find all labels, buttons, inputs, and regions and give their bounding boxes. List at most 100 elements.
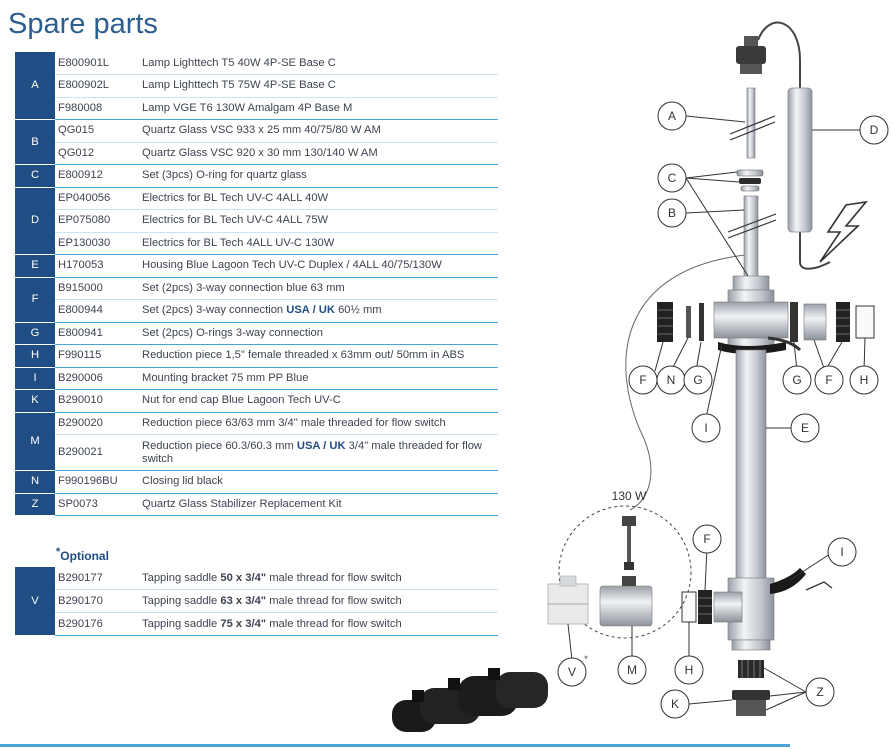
desc-highlight: USA / UK (296, 439, 346, 452)
right-side-parts (790, 302, 875, 342)
desc-text: Set (2pcs) 3-way connection (142, 304, 287, 317)
part-description: Mounting bracket 75 mm PP Blue (142, 367, 498, 390)
desc-highlight: 63 x 3/4" (220, 595, 267, 607)
glass-break-mark-2 (727, 219, 777, 239)
part-description: Lamp Lighttech T5 75W 4P-SE Base C (142, 74, 498, 98)
part-code: B290177 (55, 567, 142, 590)
part-code: B915000 (55, 277, 142, 300)
callout-b: B (668, 206, 676, 220)
part-code: EP040056 (55, 187, 142, 210)
tapping-saddles-photo (392, 668, 548, 732)
part-description: Housing Blue Lagoon Tech UV-C Duplex / 4… (142, 254, 498, 278)
part-description: Tapping saddle 50 x 3/4" male thread for… (142, 567, 498, 590)
optional-mark: * (584, 654, 588, 664)
group-letter: A (15, 52, 55, 120)
optional-label: Optional (60, 549, 109, 563)
part-code: SP0073 (55, 493, 142, 516)
part-code: EP075080 (55, 209, 142, 233)
part-description: Closing lid black (142, 470, 498, 494)
callout-e: E (801, 421, 809, 435)
part-description: Electrics for BL Tech UV-C 4ALL 75W (142, 209, 498, 233)
part-description: Reduction piece 60.3/60.3 mm USA / UK 3/… (142, 434, 498, 471)
part-description: Lamp Lighttech T5 40W 4P-SE Base C (142, 52, 498, 75)
part-description: Tapping saddle 75 x 3/4" male thread for… (142, 612, 498, 636)
uv-housing (735, 349, 767, 581)
upper-three-way-connection (713, 275, 802, 354)
desc-text: Reduction piece 60.3/60.3 mm (142, 439, 297, 452)
lamp-cable (757, 21, 801, 90)
lamp-connector (736, 36, 766, 74)
callout-h-lower: H (685, 663, 694, 677)
callout-h-right: H (860, 373, 869, 387)
part-description: Quartz Glass VSC 933 x 25 mm 40/75/80 W … (142, 119, 498, 143)
part-code: E800944 (55, 299, 142, 323)
part-code: B290006 (55, 367, 142, 390)
part-code: QG012 (55, 142, 142, 165)
group-letter: B (15, 119, 55, 165)
part-description: Set (2pcs) O-rings 3-way connection (142, 322, 498, 345)
callout-n: N (667, 373, 676, 387)
group-letter: N (15, 470, 55, 494)
optional-letter: V (15, 567, 55, 636)
part-description: Quartz Glass VSC 920 x 30 mm 130/140 W A… (142, 142, 498, 165)
callout-f-lower: F (703, 532, 710, 546)
page-title: Spare parts (8, 8, 158, 40)
lightning-bolt-icon (819, 200, 868, 263)
desc-text: male thread for flow switch (266, 572, 402, 584)
callout-g-right: G (792, 373, 801, 387)
group-letter: Z (15, 493, 55, 516)
flow-switch-cable (625, 254, 746, 511)
desc-text: 60½ mm (334, 304, 382, 317)
group-letter: H (15, 344, 55, 368)
desc-text: Tapping saddle (142, 572, 221, 584)
desc-text: male thread for flow switch (266, 595, 402, 607)
callout-g-left: G (693, 373, 702, 387)
group-letter: M (15, 412, 55, 471)
leader-lines (567, 115, 866, 711)
watt-label: 130 W (612, 489, 647, 503)
part-code: B290010 (55, 389, 142, 413)
desc-highlight: USA / UK (286, 304, 335, 317)
part-description: Reduction piece 63/63 mm 3/4" male threa… (142, 412, 498, 435)
callout-d: D (870, 123, 879, 137)
part-description: Electrics for BL Tech UV-C 4ALL 40W (142, 187, 498, 210)
callout-k: K (671, 697, 679, 711)
callout-m: M (627, 663, 637, 677)
callout-a: A (668, 109, 676, 123)
part-code: B290020 (55, 412, 142, 435)
ballast-unit (787, 87, 813, 233)
callout-f-left: F (639, 373, 646, 387)
group-letter: G (15, 322, 55, 345)
part-code: E800901L (55, 52, 142, 75)
optional-detail-circle (558, 505, 692, 639)
desc-text: Tapping saddle (142, 618, 221, 630)
desc-highlight: 75 x 3/4" (220, 618, 267, 630)
part-code: F980008 (55, 97, 142, 120)
desc-text: 3/4" male threaded for flow switch (142, 439, 482, 465)
tapping-saddle (547, 575, 589, 625)
part-description: Electrics for BL Tech 4ALL UV-C 130W (142, 232, 498, 255)
group-letter: I (15, 367, 55, 390)
lower-three-way-connection (713, 568, 833, 651)
part-description: Set (2pcs) 3-way connection blue 63 mm (142, 277, 498, 300)
desc-text: Tapping saddle (142, 595, 221, 607)
callout-z: Z (816, 685, 823, 699)
end-cap-parts (732, 660, 770, 716)
